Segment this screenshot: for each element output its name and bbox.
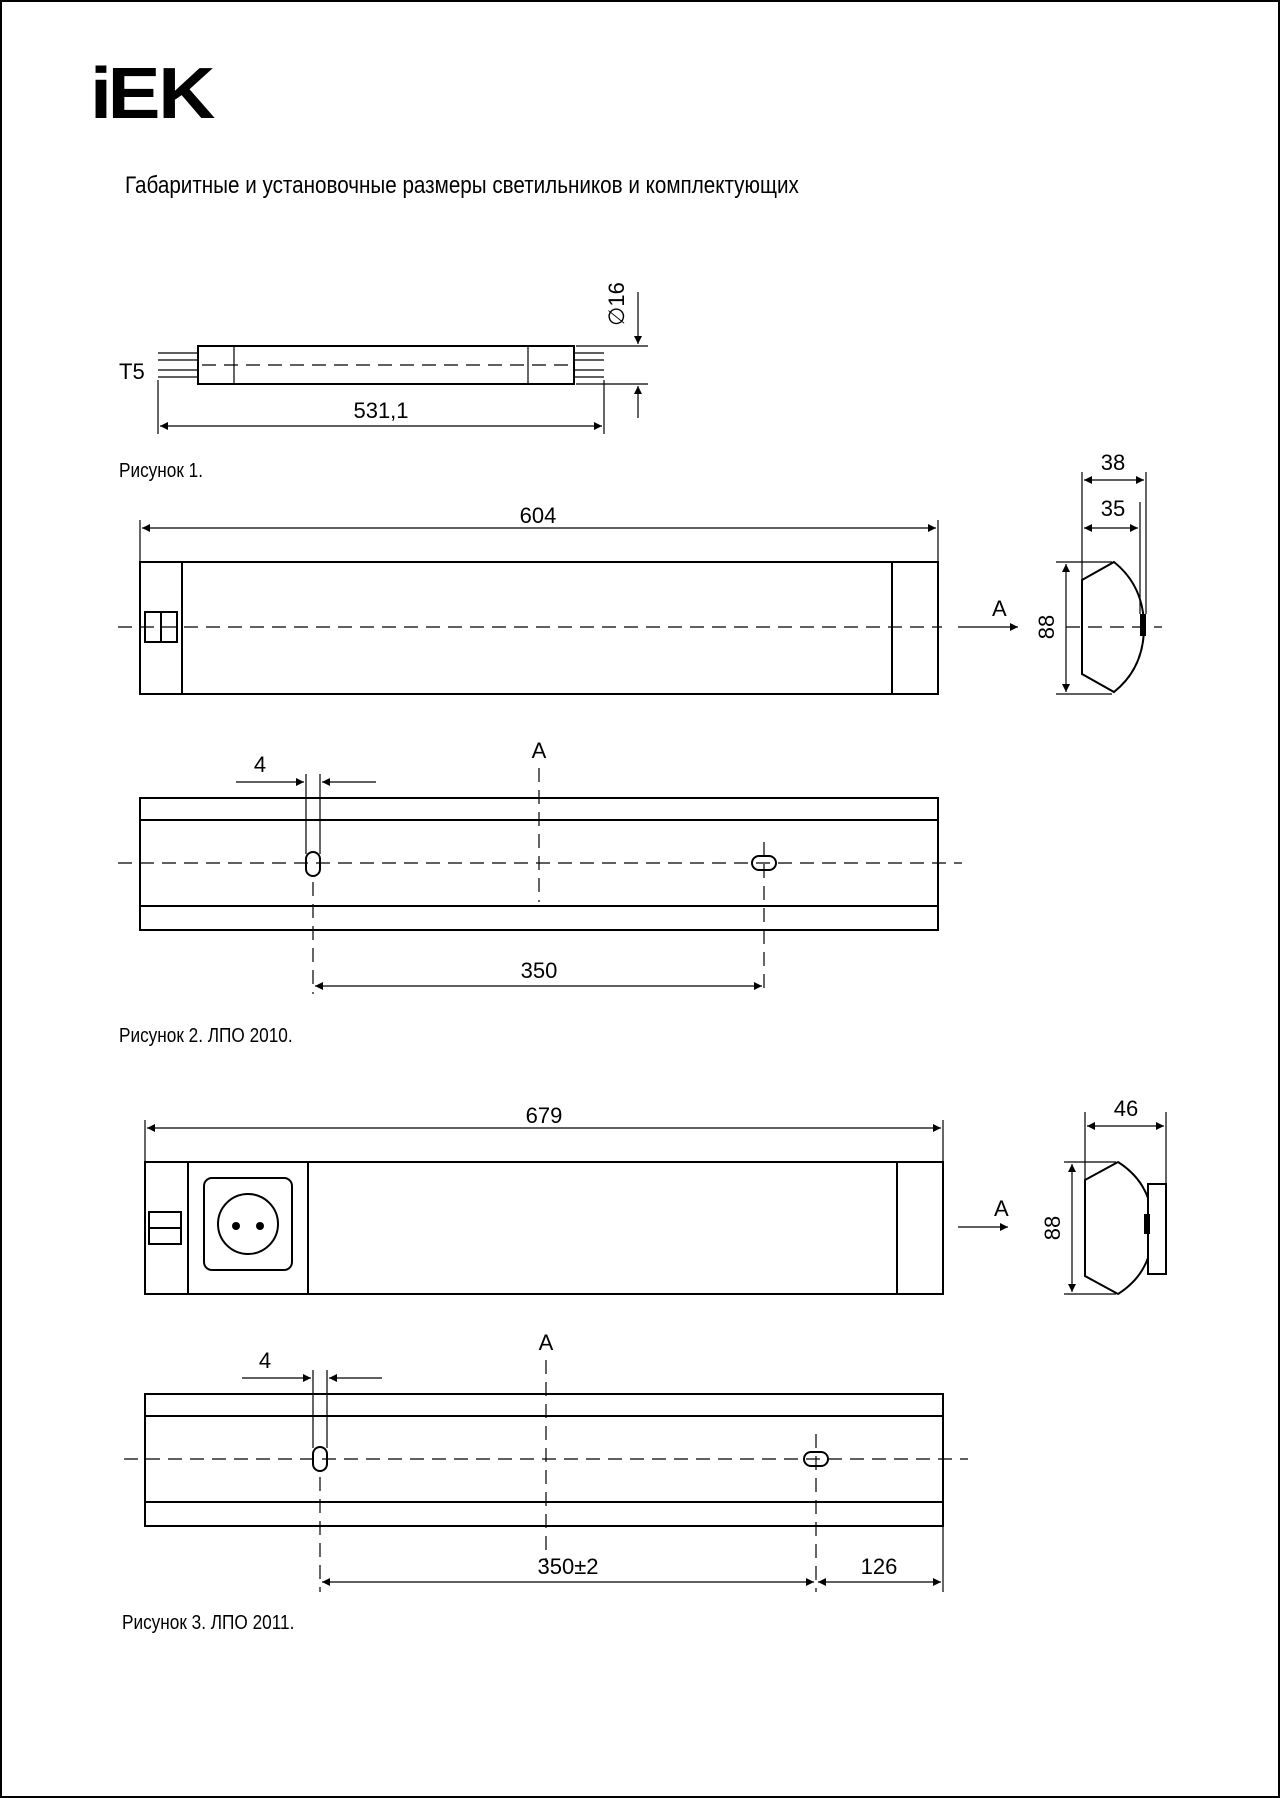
figure3-bottom-view: А 4 350±2 126 <box>124 1330 968 1592</box>
fig1-lamp-type: T5 <box>119 359 145 384</box>
fig3-view-label: А <box>539 1330 554 1355</box>
fig2-length: 604 <box>520 503 557 528</box>
page-title: Габаритные и установочные размеры светил… <box>125 172 799 199</box>
figure1-caption: Рисунок 1. <box>119 460 203 482</box>
fig2-view-arrow: А <box>992 596 1007 621</box>
fig3-height: 88 <box>1040 1216 1065 1240</box>
figure3-side-profile: 88 46 <box>1040 1096 1167 1296</box>
fig1-diameter: ∅16 <box>604 282 629 326</box>
fig2-slot-width: 4 <box>254 752 266 777</box>
fig1-length: 531,1 <box>353 398 408 423</box>
fig3-view-arrow: А <box>994 1196 1009 1221</box>
figure2-front-view: 604 А <box>118 503 1018 695</box>
figure3-front-view: 679 А <box>144 1103 1009 1295</box>
figure2-caption: Рисунок 2. ЛПО 2010. <box>119 1025 293 1047</box>
figure2-bottom-view: А 4 350 <box>118 738 962 994</box>
fig2-height: 88 <box>1034 615 1059 639</box>
fig3-mount-distance: 350±2 <box>537 1554 598 1579</box>
figure1-lamp: T5 531,1 ∅16 <box>119 282 648 434</box>
fig2-view-label: А <box>532 738 547 763</box>
fig2-depth-inner: 35 <box>1101 496 1125 521</box>
iek-logo: iEK <box>90 54 215 134</box>
fig2-depth-outer: 38 <box>1101 450 1125 475</box>
fig3-depth: 46 <box>1114 1096 1138 1121</box>
fig2-mount-distance: 350 <box>521 958 558 983</box>
fig3-slot-width: 4 <box>259 1348 271 1373</box>
figure2-side-profile: 88 38 35 <box>1034 450 1162 695</box>
fig3-end-offset: 126 <box>861 1554 898 1579</box>
fig3-length: 679 <box>526 1103 563 1128</box>
figure3-caption: Рисунок 3. ЛПО 2011. <box>122 1612 295 1634</box>
